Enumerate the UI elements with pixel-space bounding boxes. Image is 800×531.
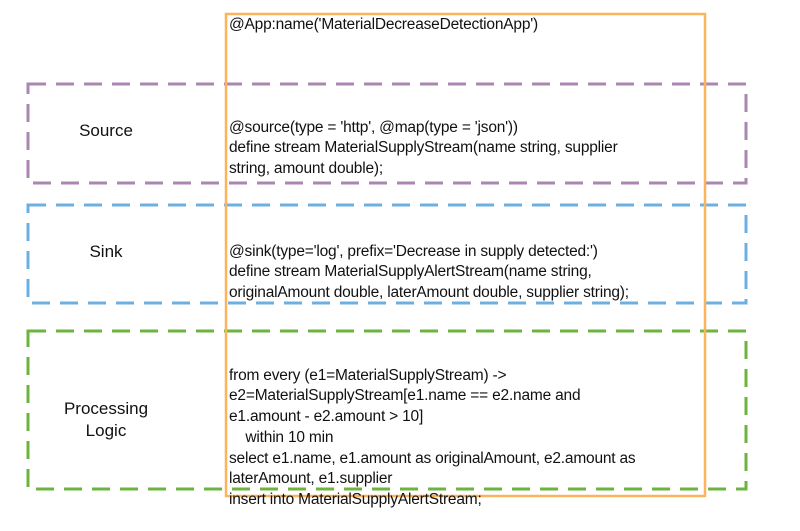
- code-line: @source(type = 'http', @map(type = 'json…: [229, 118, 518, 136]
- code-line: define stream MaterialSupplyAlertStream(…: [229, 263, 592, 281]
- processing-section-box: [26, 329, 748, 491]
- sink-section-box: [26, 203, 748, 305]
- app-box: [224, 12, 707, 498]
- source-section-box: [26, 82, 748, 185]
- code-line: originalAmount double, laterAmount doubl…: [229, 284, 629, 302]
- source-code: @source(type = 'http', @map(type = 'json…: [229, 97, 618, 201]
- label-line: Logic: [85, 421, 127, 440]
- code-line: string, amount double);: [229, 160, 383, 178]
- code-line: e2=MaterialSupplyStream[e1.name == e2.na…: [229, 387, 581, 405]
- source-label: Source: [79, 121, 133, 140]
- code-line: within 10 min: [229, 428, 334, 446]
- code-line: e1.amount - e2.amount > 10]: [229, 408, 424, 426]
- processing-code: from every (e1=MaterialSupplyStream) -> e…: [229, 345, 636, 531]
- code-line: select e1.name, e1.amount as originalAmo…: [229, 449, 636, 467]
- label-line: Processing: [63, 399, 149, 418]
- code-line: laterAmount, e1.supplier: [229, 470, 393, 488]
- sink-code: @sink(type='log', prefix='Decrease in su…: [229, 221, 629, 325]
- sink-label: Sink: [89, 242, 123, 261]
- code-line: @sink(type='log', prefix='Decrease in su…: [229, 242, 598, 260]
- code-line: insert into MaterialSupplyAlertStream;: [229, 490, 482, 508]
- code-line: define stream MaterialSupplyStream(name …: [229, 139, 618, 157]
- app-name-annotation: @App:name('MaterialDecreaseDetectionApp'…: [229, 16, 538, 33]
- code-line: from every (e1=MaterialSupplyStream) ->: [229, 366, 507, 384]
